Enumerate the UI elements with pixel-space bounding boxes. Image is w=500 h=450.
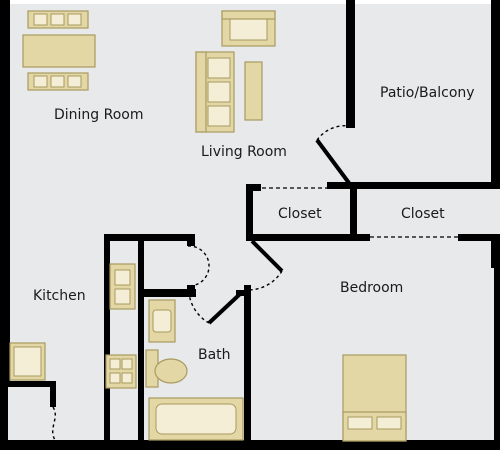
room-label-closet-left: Closet bbox=[278, 206, 322, 222]
bed-icon bbox=[342, 354, 407, 442]
toilet-icon bbox=[145, 349, 188, 388]
room-label-patio-balcony: Patio/Balcony bbox=[380, 85, 475, 101]
refrigerator-icon bbox=[105, 354, 137, 389]
bathtub-icon bbox=[148, 397, 244, 441]
room-label-living-room: Living Room bbox=[201, 144, 287, 160]
coffee-table-icon bbox=[244, 61, 263, 121]
sink-icon bbox=[148, 299, 176, 343]
armchair-icon bbox=[221, 10, 276, 47]
dining-table-icon bbox=[22, 10, 96, 91]
room-label-bedroom: Bedroom bbox=[340, 280, 403, 296]
room-label-bath: Bath bbox=[198, 347, 231, 363]
room-label-closet-right: Closet bbox=[401, 206, 445, 222]
room-label-kitchen: Kitchen bbox=[33, 288, 86, 304]
stove-icon bbox=[9, 342, 46, 381]
sink-icon bbox=[109, 263, 136, 310]
room-label-dining-room: Dining Room bbox=[54, 107, 144, 123]
doors bbox=[52, 124, 458, 441]
sofa-icon bbox=[195, 51, 235, 133]
